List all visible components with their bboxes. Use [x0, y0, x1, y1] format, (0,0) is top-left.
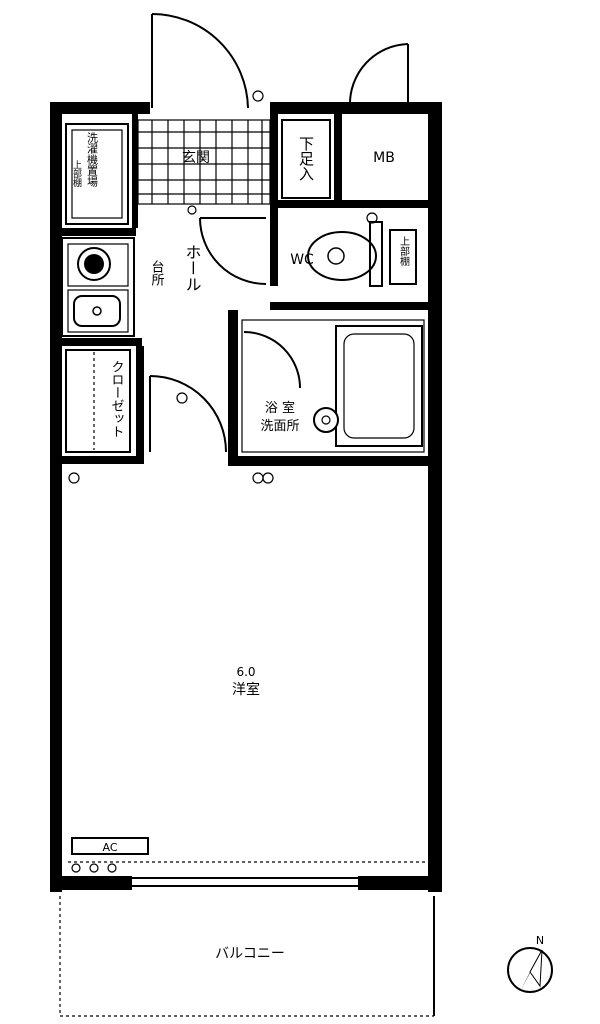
entrance-door: [151, 13, 249, 109]
kitchen-counter: [61, 237, 135, 337]
hall-doors: [149, 217, 267, 453]
closet-label: クローゼット: [109, 360, 125, 438]
shoe-box: [281, 119, 331, 199]
outer-walls: [50, 102, 442, 892]
aircon-unit: [68, 837, 426, 863]
bath-room: [241, 319, 425, 453]
kitchen-label: 台所: [149, 260, 165, 286]
closet-area: [65, 349, 131, 453]
balcony: [59, 896, 435, 1017]
laundry-label: 洗濯機置場: [86, 132, 99, 188]
laundry-shelf-label: 上部棚: [71, 160, 82, 188]
bath-label-bottom: 洗面所: [260, 419, 299, 434]
hall-label: ホール: [183, 244, 202, 292]
western-room-label: 洋室: [232, 681, 260, 698]
kitchen-sink: [73, 295, 121, 327]
entrance-label: 玄関: [182, 149, 210, 166]
western-room-size: 6.0: [236, 665, 255, 679]
meter-box-label: MB: [373, 150, 395, 166]
entrance-tile-grid: [137, 119, 271, 205]
toilet-bowl: [307, 231, 377, 281]
balcony-label: バルコニー: [215, 946, 285, 962]
shoe-box-label: 下足入: [297, 136, 315, 181]
bathtub: [335, 325, 423, 447]
aircon-label: AC: [102, 841, 117, 854]
toilet-room: [307, 221, 417, 287]
wash-basin: [313, 407, 339, 433]
laundry-area: [65, 123, 129, 225]
bath-label-top: 浴 室: [265, 400, 295, 416]
meter-box-door: [348, 43, 409, 107]
balcony-window: [132, 877, 358, 887]
compass-icon: N: [507, 934, 553, 993]
compass-north-label: N: [536, 934, 544, 947]
outlet-markers: [68, 90, 378, 873]
toilet-label: WC: [290, 252, 314, 268]
toilet-shelf-label: 上部棚: [398, 236, 410, 267]
interior-walls: [62, 108, 428, 466]
